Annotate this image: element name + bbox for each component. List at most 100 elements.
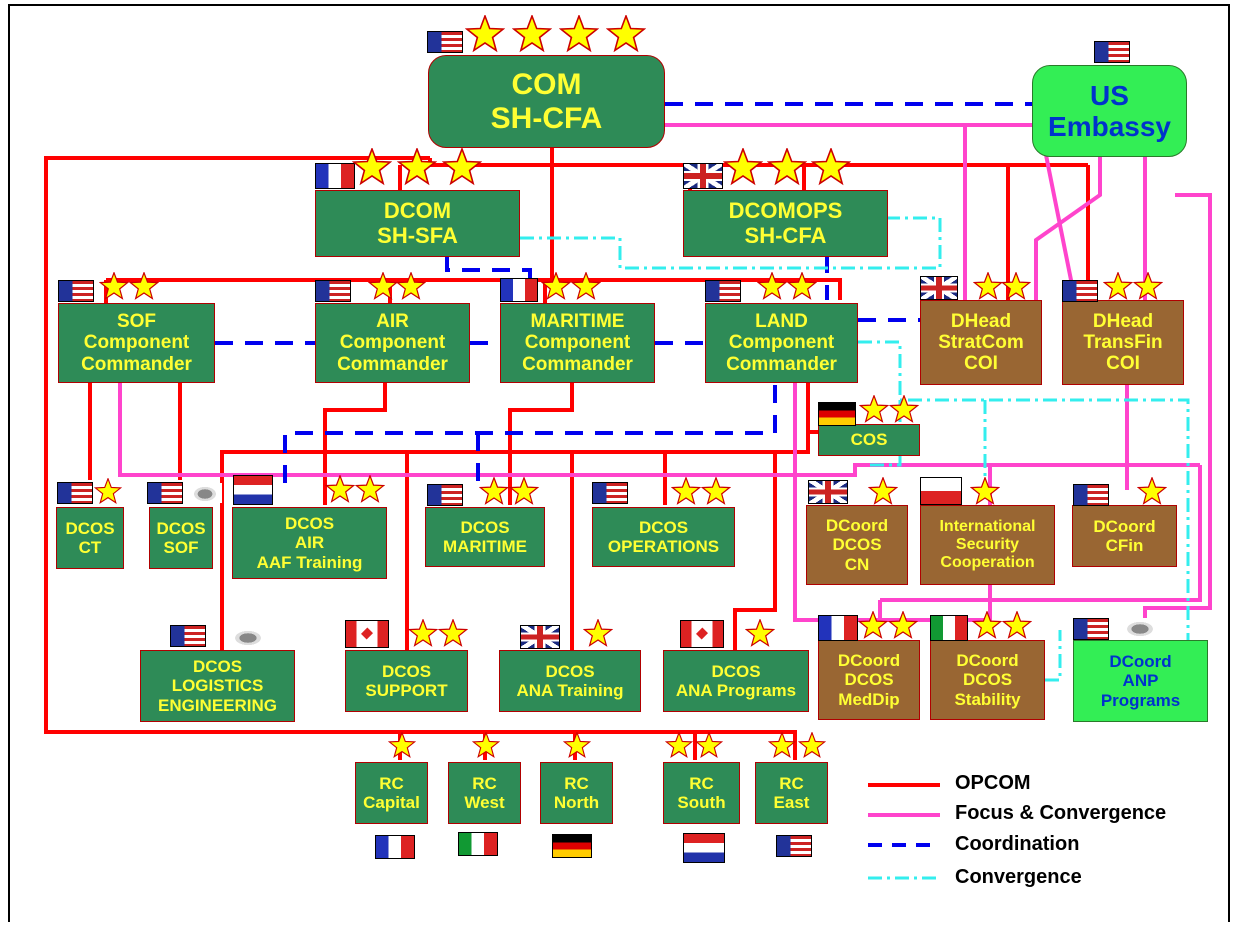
node-dcos-support-line1: DCOS (381, 661, 432, 681)
node-dcos-logistics-line3: ENGINEERING (157, 695, 278, 715)
node-dhead-stratcom-line1: DHead (950, 310, 1012, 332)
node-com-line1: COM (511, 67, 582, 101)
flag-us-icon (1094, 41, 1130, 63)
node-maritime-cc-line2: Component (524, 332, 631, 354)
node-us-embassy-line1: US (1090, 79, 1129, 111)
flag-gb-icon (920, 276, 958, 300)
node-rc-west-line2: West (464, 793, 505, 812)
node-rc-south-line1: RC (689, 773, 714, 793)
node-dcomops[interactable]: DCOMOPS SH-CFA (683, 190, 888, 257)
flag-us-icon (776, 835, 812, 857)
node-dcoord-meddip-line1: DCoord (837, 651, 901, 671)
node-rc-south-line2: South (677, 793, 726, 812)
node-dcos-logistics-engineering[interactable]: DCOS LOGISTICS ENGINEERING (140, 650, 295, 722)
node-com[interactable]: COM SH-CFA (428, 55, 665, 148)
node-dcoord-anp-line1: DCoord (1109, 652, 1172, 672)
node-air-cc-line1: AIR (376, 311, 409, 333)
rank-star-icon (397, 148, 437, 186)
node-dcoord-stability-line1: DCoord (956, 651, 1019, 671)
node-dcos-ana-programs-line2: ANA Programs (675, 681, 797, 700)
node-dcos-support[interactable]: DCOS SUPPORT (345, 650, 468, 712)
node-dcoord-anp-programs[interactable]: DCoord ANP Programs (1073, 640, 1208, 722)
node-dhead-transfin[interactable]: DHead TransFin COI (1062, 300, 1184, 385)
rank-star-icon (889, 395, 919, 423)
rank-star-icon (1133, 272, 1163, 300)
node-maritime-component-commander[interactable]: MARITIME Component Commander (500, 303, 655, 383)
node-dcos-sof[interactable]: DCOS SOF (149, 507, 213, 569)
rank-star-icon (396, 272, 426, 300)
flag-us-icon (1073, 484, 1109, 506)
coord-line-dcom (445, 255, 532, 300)
rank-star-icon (99, 272, 129, 300)
rank-star-icon (723, 148, 763, 186)
node-sof-component-commander[interactable]: SOF Component Commander (58, 303, 215, 383)
node-air-component-commander[interactable]: AIR Component Commander (315, 303, 470, 383)
node-dcoord-cfin[interactable]: DCoord CFin (1072, 505, 1177, 567)
node-dcoord-meddip-line3: MedDip (838, 689, 900, 709)
flag-fr-icon (500, 278, 538, 302)
coordination-lines (215, 102, 1032, 490)
flag-us-icon (705, 280, 741, 302)
focus-line-sof-bus (118, 380, 1200, 477)
node-rc-south[interactable]: RC South (663, 762, 740, 824)
rank-star-icon (1137, 477, 1167, 505)
flag-us-icon (147, 482, 183, 504)
node-land-cc-line3: Commander (726, 353, 837, 375)
flag-us-icon (427, 484, 463, 506)
node-dcos-logistics-line2: LOGISTICS (171, 676, 264, 696)
node-rc-west[interactable]: RC West (448, 762, 521, 824)
node-dcom[interactable]: DCOM SH-SFA (315, 190, 520, 257)
node-international-security-cooperation[interactable]: International Security Cooperation (920, 505, 1055, 585)
flag-us-icon (427, 31, 463, 53)
node-dcos-air[interactable]: DCOS AIR AAF Training (232, 507, 387, 579)
rank-star-icon (888, 611, 918, 639)
rank-star-icon (325, 475, 355, 503)
node-cos-line1: COS (850, 430, 888, 450)
rank-star-icon (972, 611, 1002, 639)
flag-fr-icon (375, 835, 415, 859)
flag-gb-icon (520, 625, 560, 649)
rank-star-icon (798, 732, 826, 759)
node-us-embassy[interactable]: US Embassy (1032, 65, 1187, 157)
node-dcoord-meddip-line2: DCOS (844, 670, 894, 690)
node-dcoord-cfin-line1: DCoord (1093, 516, 1156, 536)
node-rc-east[interactable]: RC East (755, 762, 828, 824)
node-dcoord-anp-line2: ANP (1122, 671, 1159, 691)
node-dcos-operations[interactable]: DCOS OPERATIONS (592, 507, 735, 567)
rank-star-icon (438, 619, 468, 647)
node-dcos-ct[interactable]: DCOS CT (56, 507, 124, 569)
node-rc-capital-line1: RC (379, 773, 404, 793)
rank-star-icon (858, 611, 888, 639)
node-dcoord-stability-line2: DCOS (962, 670, 1013, 690)
rank-star-icon (768, 732, 796, 759)
node-intl-line2: Security (955, 536, 1020, 554)
flag-nl-icon (233, 475, 273, 505)
node-dcoord-stability[interactable]: DCoord DCOS Stability (930, 640, 1045, 720)
node-land-component-commander[interactable]: LAND Component Commander (705, 303, 858, 383)
node-cos[interactable]: COS (818, 424, 920, 456)
node-dcoord-cn-line2: DCOS (832, 535, 882, 555)
conv-line-cos (870, 400, 902, 467)
node-dcos-air-line1: DCOS (284, 514, 335, 534)
node-rc-capital[interactable]: RC Capital (355, 762, 428, 824)
node-dcoord-meddip[interactable]: DCoord DCOS MedDip (818, 640, 920, 720)
node-dcos-maritime[interactable]: DCOS MARITIME (425, 507, 545, 567)
rank-star-icon (787, 272, 817, 300)
flag-de-icon (552, 834, 592, 858)
node-dcos-maritime-line1: DCOS (460, 517, 510, 537)
node-dhead-stratcom[interactable]: DHead StratCom COI (920, 300, 1042, 385)
rank-star-icon (745, 619, 775, 647)
node-dcoord-cn[interactable]: DCoord DCOS CN (806, 505, 908, 585)
node-dhead-transfin-line3: COI (1106, 353, 1140, 375)
rank-star-icon (767, 148, 807, 186)
rank-star-icon (355, 475, 385, 503)
flag-us-icon (592, 482, 628, 504)
node-dcos-ana-programs[interactable]: DCOS ANA Programs (663, 650, 809, 712)
node-dcos-ana-training[interactable]: DCOS ANA Training (499, 650, 641, 712)
node-dcos-ct-line1: DCOS (65, 518, 115, 538)
node-rc-north[interactable]: RC North (540, 762, 613, 824)
node-us-embassy-line2: Embassy (1048, 111, 1171, 142)
rank-star-icon (563, 732, 591, 759)
conv-line-dcom-dcomops (520, 216, 942, 270)
flag-general-insignia-icon (188, 483, 222, 503)
